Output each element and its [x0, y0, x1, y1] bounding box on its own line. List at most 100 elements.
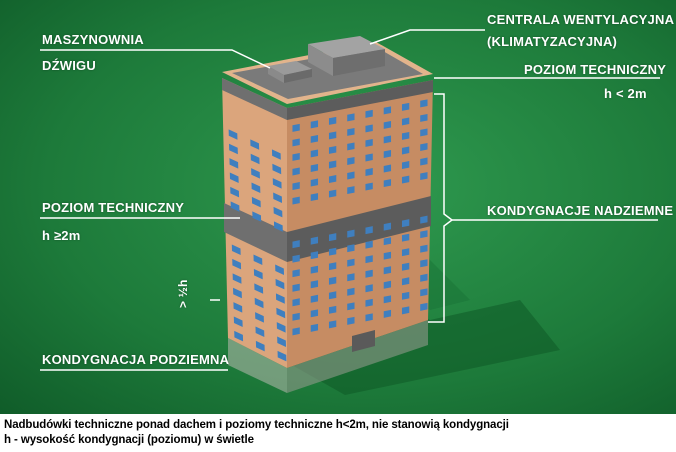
window [233, 302, 243, 313]
tech-band-top-right [287, 80, 433, 120]
window [273, 192, 282, 203]
window [347, 244, 355, 253]
window [232, 273, 242, 284]
building-illustration [0, 0, 676, 414]
caption-line2: h - wysokość kondygnacji (poziomu) w świ… [4, 434, 254, 446]
window [272, 178, 282, 189]
window [230, 186, 240, 198]
window [401, 102, 410, 111]
window [328, 291, 337, 300]
window [347, 127, 355, 136]
window [420, 143, 428, 151]
window [365, 109, 373, 118]
window [420, 215, 428, 224]
window [347, 287, 355, 296]
window [383, 106, 392, 115]
ventilation-side [333, 49, 385, 76]
window [292, 138, 300, 147]
window [310, 149, 319, 158]
window [228, 129, 238, 140]
window [420, 244, 428, 253]
window [251, 182, 261, 193]
window [328, 160, 337, 169]
diagram-scene: MASZYNOWNIA DŹWIGU CENTRALA WENTYLACYJNA… [0, 0, 676, 414]
window [383, 179, 392, 188]
window [310, 178, 319, 187]
window [347, 113, 355, 122]
window [292, 240, 300, 249]
window [383, 309, 392, 318]
label-machine-room-line2: DŹWIGU [42, 58, 96, 73]
window [420, 128, 428, 137]
leader-lines [40, 29, 660, 371]
window [383, 251, 392, 260]
window [383, 280, 392, 289]
window [271, 149, 281, 160]
window [310, 120, 319, 129]
window [401, 248, 410, 257]
window [233, 287, 242, 299]
window [365, 124, 373, 133]
window [383, 237, 392, 246]
window [252, 211, 262, 222]
underground-side [287, 320, 428, 393]
window [310, 193, 319, 202]
window [401, 219, 410, 228]
window [310, 323, 319, 332]
window [328, 247, 337, 256]
window [292, 283, 300, 292]
window [420, 113, 428, 122]
window [401, 131, 410, 140]
window [365, 168, 373, 176]
window [255, 326, 265, 337]
window [328, 320, 337, 329]
machine-room-front [268, 66, 284, 83]
window [365, 153, 373, 162]
window [276, 322, 286, 333]
window [365, 226, 373, 235]
window [420, 288, 428, 297]
window [328, 116, 337, 125]
window [383, 295, 392, 304]
window [328, 145, 337, 154]
window [383, 222, 392, 231]
window [310, 251, 319, 260]
window [292, 196, 300, 205]
window [230, 201, 240, 212]
machine-room-top [268, 61, 312, 75]
window [254, 283, 264, 294]
window [347, 142, 355, 151]
label-ventilation-line1: CENTRALA WENTYLACYJNA [487, 12, 675, 27]
window [365, 298, 373, 307]
window [420, 230, 428, 239]
window [292, 298, 300, 307]
window [365, 240, 373, 249]
window [401, 175, 410, 184]
window [275, 264, 284, 275]
window [383, 266, 392, 275]
entrance-canopy [352, 330, 375, 352]
window [401, 291, 410, 300]
tech-band-top-left [222, 78, 287, 120]
window [310, 164, 319, 172]
label-ventilation-line2: (KLIMATYZACYJNA) [487, 34, 618, 49]
window [251, 196, 261, 208]
window [401, 146, 410, 155]
window [347, 316, 355, 325]
window [292, 312, 300, 321]
window [420, 302, 428, 311]
figure-caption: Nadbudówki techniczne ponad dachem i poz… [4, 418, 672, 448]
window [277, 350, 287, 362]
window [255, 340, 265, 352]
window [292, 167, 300, 176]
ventilation-front [308, 44, 333, 76]
window [229, 143, 238, 155]
tech-band-mid-right [287, 196, 431, 262]
window [229, 172, 239, 183]
window [292, 269, 300, 278]
window [383, 120, 392, 129]
window [420, 259, 428, 268]
window [365, 313, 373, 322]
label-tech-level-mid-height: h ≥2m [42, 228, 81, 243]
window [253, 254, 263, 265]
